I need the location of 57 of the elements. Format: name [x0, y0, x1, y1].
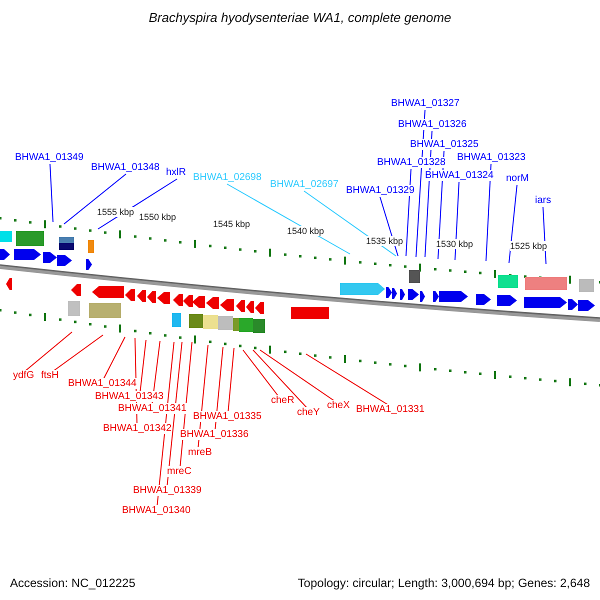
gene-label: mreC — [167, 466, 192, 477]
gene-label: norM — [506, 173, 529, 184]
leader-line — [50, 164, 54, 222]
gene-label: BHWA1_01341 — [118, 403, 187, 414]
gene-label: ftsH — [41, 370, 59, 381]
scale-label: 1550 kbp — [139, 212, 176, 222]
leader-line — [24, 332, 72, 372]
leader-line — [102, 336, 126, 380]
scale-label: 1530 kbp — [436, 239, 474, 249]
leader-line — [64, 174, 126, 224]
gene-label: BHWA1_01336 — [180, 429, 249, 440]
gene-label: BHWA1_01329 — [346, 185, 415, 196]
gene-label: BHWA1_01349 — [15, 152, 84, 163]
gene-label: cheY — [297, 407, 320, 418]
scale-label: 1535 kbp — [366, 236, 404, 246]
leader-line — [52, 334, 104, 372]
gene-label: BHWA1_01340 — [122, 505, 191, 516]
leader-line — [508, 184, 518, 264]
gene-label: BHWA1_01328 — [377, 157, 446, 168]
scale-label: 1540 kbp — [287, 226, 324, 236]
gene-label: hxlR — [166, 167, 186, 178]
gene-label: BHWA1_01327 — [391, 98, 460, 109]
scale-label: 1555 kbp — [97, 207, 134, 217]
gene-label: BHWA1_01324 — [425, 170, 494, 181]
gene-label: iars — [535, 195, 552, 206]
leader-line — [260, 350, 336, 402]
gene-label: BHWA1_02697 — [270, 179, 339, 190]
scale-label: 1545 kbp — [213, 219, 250, 229]
leader-line — [486, 164, 492, 262]
gene-label: BHWA1_01348 — [91, 162, 160, 173]
leader-line — [454, 182, 460, 260]
gene-label: BHWA1_01323 — [457, 152, 526, 163]
gene-label: mreB — [188, 447, 212, 458]
gene-label: BHWA1_01343 — [95, 391, 164, 402]
gene-label: BHWA1_01326 — [398, 119, 467, 130]
leader-line — [140, 340, 146, 394]
gene-label: BHWA1_01342 — [103, 423, 172, 434]
gene-label: BHWA1_01344 — [68, 378, 137, 389]
gene-label: ydfG — [13, 370, 34, 381]
map-title: Brachyspira hyodysenteriae WA1, complete genome — [148, 10, 452, 25]
leader-line — [228, 348, 234, 414]
scale-label: 1525 kbp — [510, 241, 548, 251]
gene-label: cheX — [327, 400, 350, 411]
gene-label: cheR — [271, 395, 294, 406]
leader-line — [306, 354, 390, 406]
genome-info-text: Topology: circular; Length: 3,000,694 bp; Genes: 2,648 — [298, 576, 590, 590]
gene-label: BHWA1_01339 — [133, 485, 202, 496]
gene-label: BHWA1_01325 — [410, 139, 479, 150]
accession-text: Accession: NC_012225 — [10, 576, 136, 590]
gene-label: BHWA1_02698 — [193, 172, 262, 183]
gene-label: BHWA1_01331 — [356, 404, 425, 415]
leader-line — [252, 350, 308, 410]
leader-line — [304, 190, 396, 256]
leader-line — [406, 168, 412, 256]
leader-line — [214, 346, 224, 432]
gene-label: BHWA1_01335 — [193, 411, 262, 422]
leader-line — [242, 350, 280, 398]
